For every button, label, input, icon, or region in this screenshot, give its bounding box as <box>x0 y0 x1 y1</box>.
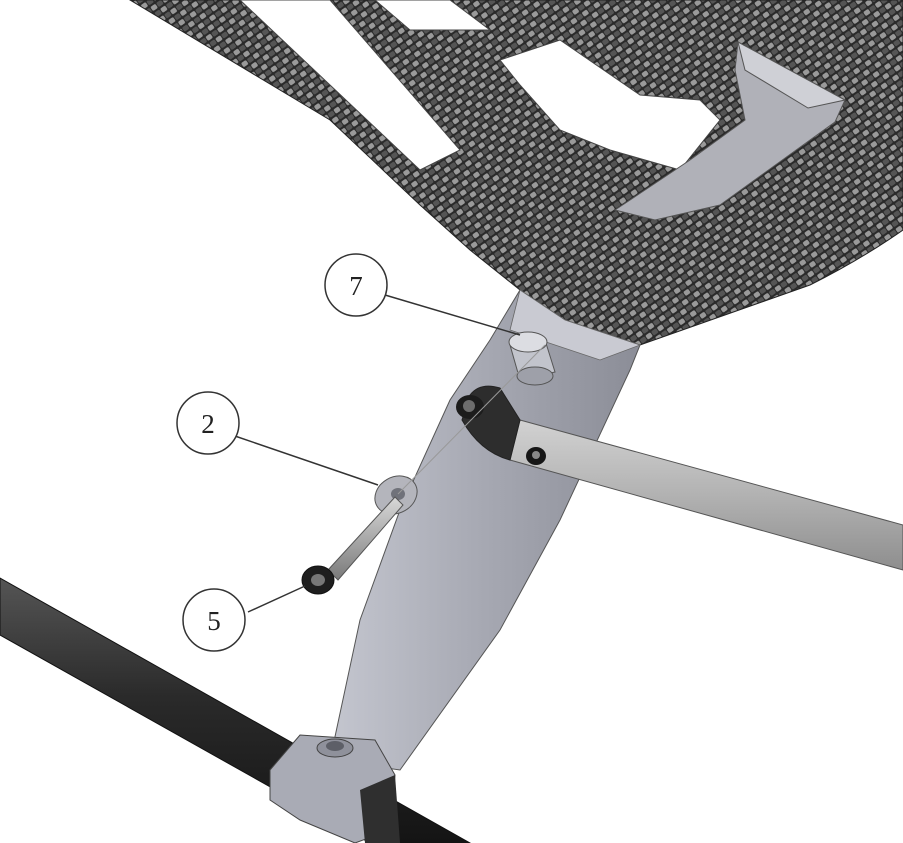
plate-slot <box>239 0 461 171</box>
leader-line-2 <box>231 434 379 486</box>
tube-clamp <box>269 734 400 843</box>
aluminum-arm <box>329 289 642 771</box>
callout-2-label: 2 <box>201 409 215 439</box>
callout-7: 7 <box>324 253 388 317</box>
plate-slot-2 <box>374 0 492 31</box>
sleeve-spacer <box>508 331 556 386</box>
callout-5: 5 <box>182 588 246 652</box>
leader-line-5 <box>247 585 306 613</box>
callout-5-label: 5 <box>207 606 221 636</box>
carbon-fiber-plate <box>129 0 903 346</box>
assembly-axis-line <box>397 344 546 495</box>
bolt <box>301 496 404 595</box>
callout-7-label: 7 <box>349 271 363 301</box>
grey-push-rod <box>456 385 903 571</box>
plate-bracket <box>613 41 847 221</box>
plate-cutout <box>499 39 721 171</box>
leader-line-7 <box>384 294 521 336</box>
callout-2: 2 <box>176 391 240 455</box>
